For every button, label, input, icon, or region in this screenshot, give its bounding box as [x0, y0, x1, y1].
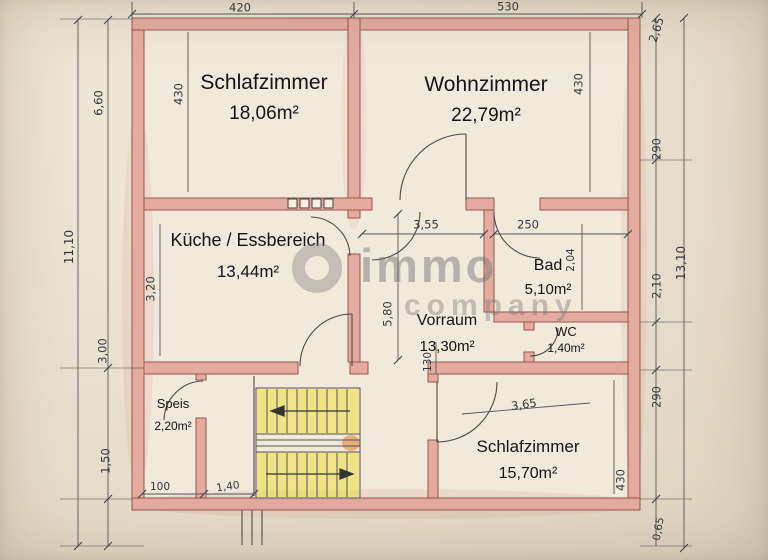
room-area: 13,30m²: [419, 338, 475, 355]
room-label-bad: Bad 5,10m²: [524, 257, 572, 298]
dim-wohnzimmer-depth: 430: [571, 73, 586, 95]
dim-vorraum-depth: 5,80: [380, 301, 395, 327]
dim-vorraum-width: 3,55: [413, 217, 439, 232]
dim-schlafzimmer-bottom-depth: 430: [613, 469, 628, 491]
room-name: Schlafzimmer: [200, 71, 328, 94]
room-name: Schlafzimmer: [476, 437, 580, 456]
room-label-wc: WC 1,40m²: [547, 325, 584, 354]
room-area: 15,70m²: [498, 465, 558, 482]
dim-right-total: 13,10: [674, 245, 688, 281]
room-name: Bad: [533, 257, 563, 274]
room-area: 13,44m²: [216, 262, 280, 281]
dim-right-mid: 2,10: [649, 273, 664, 299]
room-name: Speis: [156, 396, 190, 411]
dim-vorraum-lower: 130: [421, 351, 434, 373]
stair-direction-arrows: [266, 405, 355, 480]
stairs: [255, 387, 361, 499]
room-area: 18,06m²: [229, 103, 299, 124]
dim-left-upper: 6,60: [91, 90, 106, 116]
room-name: Küche / Essbereich: [170, 230, 326, 250]
dimension-lines: [60, 2, 692, 553]
room-name: WC: [555, 324, 577, 339]
walls-layer: [131, 17, 641, 511]
dim-left-lower: 1,50: [98, 448, 113, 474]
room-label-kueche: Küche / Essbereich 13,44m²: [170, 231, 325, 280]
room-label-speis: Speis 2,20m²: [154, 397, 191, 432]
window-symbols: [287, 198, 334, 209]
doors-layer: [163, 133, 559, 545]
dim-bad-depth: 2,04: [564, 248, 577, 272]
room-label-wohnzimmer: Wohnzimmer 22,79m²: [424, 74, 547, 125]
room-area: 1,40m²: [547, 341, 585, 355]
room-label-schlafzimmer-top: Schlafzimmer 18,06m²: [200, 72, 327, 123]
dim-kueche-depth: 3,20: [143, 276, 158, 302]
room-area: 2,20m²: [154, 419, 192, 433]
room-area: 22,79m²: [451, 105, 521, 126]
room-area: 5,10m²: [524, 281, 572, 298]
dim-right-lower: 290: [649, 386, 664, 408]
dim-wohnzimmer-width: 530: [497, 0, 519, 14]
dim-bad-width: 250: [517, 217, 539, 232]
dim-left-mid: 3,00: [95, 338, 110, 364]
room-name: Wohnzimmer: [424, 73, 548, 96]
dim-left-total: 11,10: [62, 229, 76, 265]
room-label-schlafzimmer-bottom: Schlafzimmer 15,70m²: [477, 438, 580, 482]
dim-schlafzimmer-top-width: 420: [229, 0, 251, 15]
dim-schlafzimmer-top-depth: 430: [171, 83, 186, 105]
dim-right-upper: 290: [649, 138, 664, 160]
dim-speis-width: 100: [149, 480, 171, 493]
room-label-vorraum: Vorraum 13,30m²: [416, 312, 478, 355]
room-name: Vorraum: [416, 312, 478, 329]
